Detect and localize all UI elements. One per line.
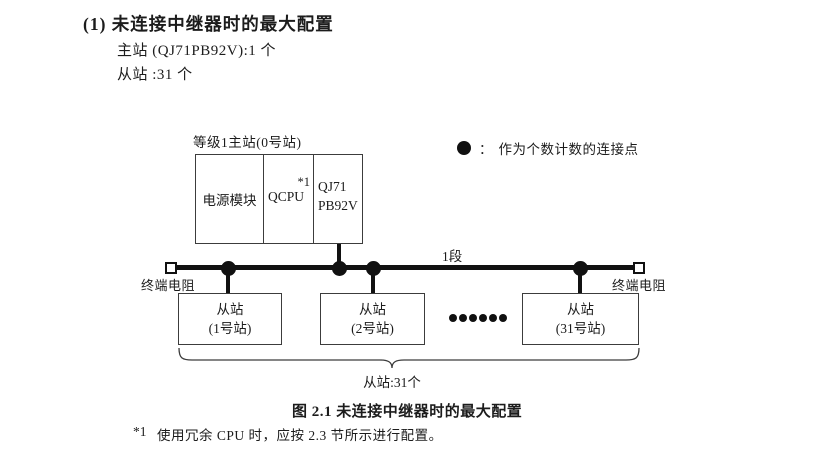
qcpu-module-name: QCPU — [268, 189, 305, 204]
slave-station-31-box: 从站 (31号站) — [522, 293, 639, 345]
section-title: (1) 未连接中继器时的最大配置 — [83, 14, 334, 34]
legend-label: 作为个数计数的连接点 — [498, 142, 639, 157]
connection-point-dot — [332, 261, 347, 276]
master-station-label: 等级1主站(0号站) — [193, 135, 302, 150]
master-count-line: 主站 (QJ71PB92V):1 个 — [117, 43, 277, 59]
terminating-resistor-right-icon — [633, 262, 645, 274]
qcpu-footnote-ref: *1 — [297, 175, 311, 189]
figure-caption: 图 2.1 未连接中继器时的最大配置 — [292, 404, 523, 420]
slave-station-1-box: 从站 (1号站) — [178, 293, 282, 345]
master-drop-line — [337, 244, 341, 268]
terminating-resistor-right-label: 终端电阻 — [612, 278, 667, 293]
slave-station-2-box: 从站 (2号站) — [320, 293, 425, 345]
slave1-drop-line — [226, 268, 230, 293]
legend-separator: ： — [479, 142, 493, 157]
footnote-text: 使用冗余 CPU 时，应按 2.3 节所示进行配置。 — [157, 428, 443, 443]
slave2-drop-line — [371, 268, 375, 293]
slave-count-line: 从站 :31 个 — [117, 67, 193, 83]
bus-segment-line — [177, 265, 635, 270]
ellipsis-dots — [449, 314, 507, 322]
legend: ： 作为个数计数的连接点 — [457, 138, 639, 158]
terminating-resistor-left-icon — [165, 262, 177, 274]
segment-label: 1段 — [442, 249, 463, 264]
slaves-total-label: 从站:31个 — [363, 375, 421, 390]
qcpu-module-cell: *1 QCPU — [264, 155, 314, 243]
slaves-group-brace — [178, 347, 640, 369]
slave31-drop-line — [578, 268, 582, 293]
connection-point-icon — [457, 141, 471, 155]
footnote-marker: *1 — [133, 424, 147, 439]
terminating-resistor-left-label: 终端电阻 — [141, 278, 196, 293]
power-supply-module-cell: 电源模块 — [196, 155, 264, 243]
